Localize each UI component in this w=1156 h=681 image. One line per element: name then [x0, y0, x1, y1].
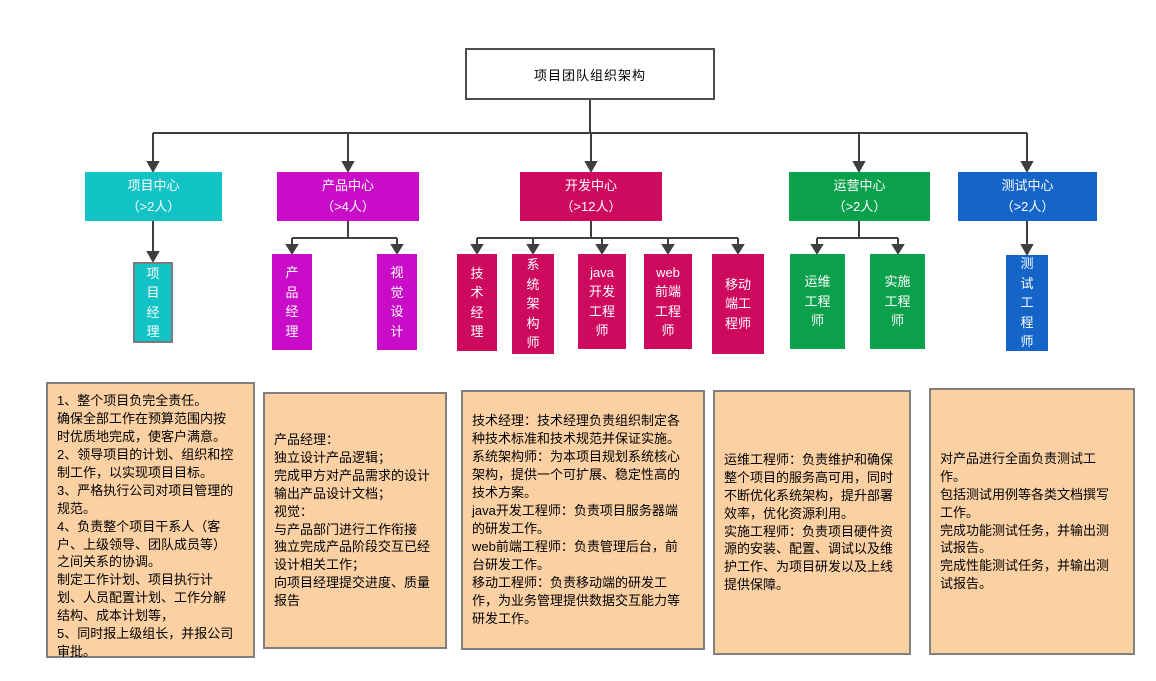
member-box-test-engineer: 测 试 工 程 师 — [1006, 255, 1048, 351]
member-box-product-manager: 产 品 经 理 — [272, 254, 312, 350]
center-box-ops: 运营中心 （>2人） — [789, 172, 930, 221]
member-box-system-architect: 系 统 架 构 师 — [512, 254, 554, 354]
org-root-box: 项目团队组织架构 — [465, 48, 715, 100]
member-box-devops-engineer: 运维 工程 师 — [790, 254, 845, 349]
center-box-test: 测试中心 （>2人） — [958, 172, 1097, 221]
note-test-center: 对产品进行全面负责测试工 作。 包括测试用例等各类文档撰写 工作。 完成功能测试… — [929, 388, 1135, 655]
note-ops-center: 运维工程师：负责维护和确保 整个项目的服务高可用，同时 不断优化系统架构，提升部… — [713, 390, 911, 655]
member-box-java-engineer: java 开发 工程 师 — [578, 254, 626, 349]
member-box-tech-manager: 技 术 经 理 — [457, 254, 497, 351]
member-box-mobile-engineer: 移动 端工 程师 — [712, 254, 764, 354]
note-dev-center: 技术经理：技术经理负责组织制定各 种技术标准和技术规范并保证实施。 系统架构师：… — [461, 390, 705, 650]
member-box-project-manager: 项 目 经 理 — [133, 262, 173, 343]
member-box-implementation-engineer: 实施 工程 师 — [870, 254, 925, 349]
center-box-dev: 开发中心 （>12人） — [520, 172, 662, 221]
note-product-center: 产品经理： 独立设计产品逻辑； 完成甲方对产品需求的设计 输出产品设计文档； 视… — [263, 392, 447, 649]
center-box-product: 产品中心 （>4人） — [277, 172, 419, 221]
member-box-web-frontend-engineer: web 前端 工程 师 — [644, 254, 692, 349]
center-box-project: 项目中心 （>2人） — [85, 172, 222, 221]
member-box-visual-designer: 视 觉 设 计 — [377, 254, 417, 350]
note-project-center: 1、整个项目负完全责任。 确保全部工作在预算范围内按 时优质地完成，使客户满意。… — [46, 382, 255, 659]
